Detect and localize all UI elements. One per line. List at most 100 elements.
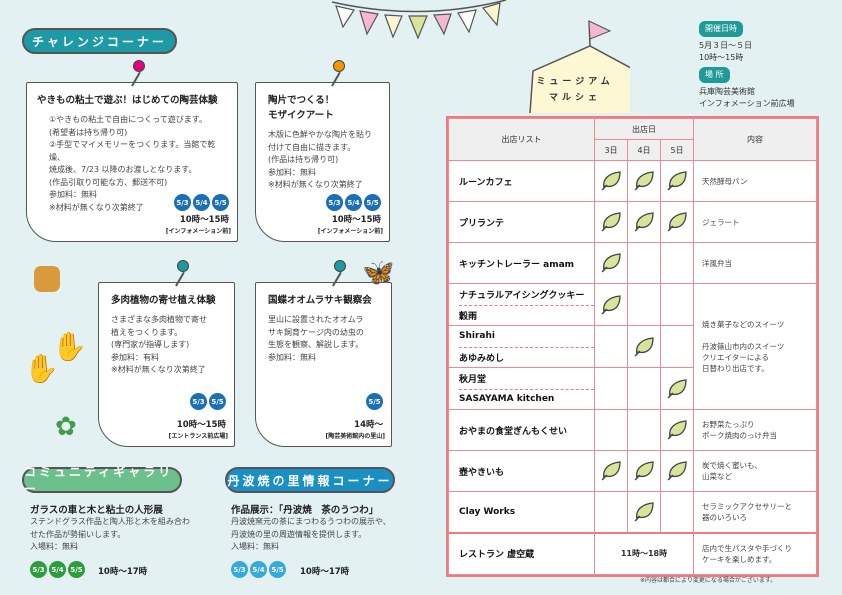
date-badge: 5/5 <box>269 561 286 578</box>
vendor-name: ナチュラルアイシングクッキー穀雨 <box>448 283 595 326</box>
leaf-icon <box>633 502 655 524</box>
date-badge: 5/5 <box>364 194 381 211</box>
date-badge: 5/5 <box>212 194 229 211</box>
pin-icon <box>332 60 345 72</box>
vendor-content: 炭で焼く蜜いも、山菜など <box>693 450 817 492</box>
date-badge: 5/5 <box>366 393 383 410</box>
vendor-content: 洋風弁当 <box>693 242 817 284</box>
col-day-4: 4日 <box>627 139 661 161</box>
day-cell <box>660 409 694 451</box>
day-cell <box>627 242 661 284</box>
leaf-icon <box>600 212 622 234</box>
marche-title-2: マルシェ <box>548 93 601 103</box>
date-badge: 5/3 <box>174 194 191 211</box>
vendor-name-line: あゆみめし <box>459 346 594 368</box>
date-badge: 5/4 <box>250 561 267 578</box>
succulent-icon: ✿ <box>55 412 77 442</box>
vendor-name-line: Clay Works <box>459 506 516 517</box>
leaf-icon <box>600 171 622 193</box>
vendor-name: 壺やきいも <box>448 450 595 492</box>
description-line: ※材料が無くなり次第終了 <box>49 202 144 212</box>
description-line: ※材料が無くなり次第終了 <box>268 180 363 189</box>
description-line: (作品は持ち帰り可) <box>268 155 339 164</box>
date-badge: 5/4 <box>345 194 362 211</box>
content-line: 洋風弁当 <box>702 258 732 268</box>
challenge-card: 多肉植物の寄せ植え体験さまざまな多肉植物で寄せ植えをつくります。 (専門家が指導し… <box>98 282 235 447</box>
day-cell <box>627 491 661 533</box>
description-line: 木版に色鮮やかな陶片を貼り <box>268 130 372 139</box>
pin-icon <box>133 60 145 72</box>
card-time: 14時～ <box>354 420 383 430</box>
date-badge: 5/5 <box>68 561 85 578</box>
pin-icon <box>176 260 189 272</box>
content-line: 焼き菓子などのスイーツ <box>702 320 785 329</box>
leaf-icon <box>666 420 688 442</box>
card-title: やきもの粘土で遊ぶ！はじめての陶芸体験 <box>37 95 218 106</box>
leaf-icon <box>633 336 655 359</box>
bunting-decoration <box>331 0 507 40</box>
day-cell <box>627 367 661 410</box>
day-cell <box>627 450 661 492</box>
challenge-card: やきもの粘土で遊ぶ！はじめての陶芸体験 ①やきもの粘土で自由につくって遊びます。 (… <box>26 82 238 242</box>
description-line: (希望者は持ち帰り可) <box>49 127 128 137</box>
content-line: ジェラート <box>702 217 740 227</box>
vendor-name: おやまの食堂ぎんもくせい <box>448 409 595 451</box>
challenge-card: 陶片でつくる！モザイクアート木版に色鮮やかな陶片を貼り付けて自由に描きます。(作… <box>255 82 390 242</box>
day-cell <box>627 409 661 451</box>
card-description: 木版に色鮮やかな陶片を貼り付けて自由に描きます。(作品は持ち帰り可)参加料：無料… <box>268 129 379 192</box>
vendor-name: ルーンカフェ <box>448 160 595 202</box>
vendor-content: 天然酵母パン <box>693 160 817 202</box>
date-badge: 5/3 <box>231 561 248 578</box>
content-line: ケーキを楽しめます。 <box>702 554 777 564</box>
vendor-name: プリランテ <box>448 201 595 243</box>
vendor-content: ジェラート <box>693 201 817 243</box>
table-row: プリランテ ジェラート <box>448 201 817 243</box>
card-title: 多肉植物の寄せ植え体験 <box>111 295 216 306</box>
description-line: ステンドグラス作品と陶人形と木を組み合わ <box>30 517 190 526</box>
tanba-time: 10時～17時 <box>300 567 350 577</box>
card-description: 里山に設置されたオオムラサキ飼育ケージ内の幼虫の生態を観察、解説します。参加料：… <box>268 314 381 364</box>
description-line: (作品引取り可能な方、郵送不可) <box>49 177 168 187</box>
day-cell <box>627 283 661 326</box>
vendor-name-line: SASAYAMA kitchen <box>459 388 594 410</box>
card-location: [陶芸美術館内の里山] <box>325 433 386 440</box>
vendor-name-line: プリランテ <box>459 218 505 229</box>
card-time: 10時～15時 <box>179 215 229 225</box>
event-date: 5月３日～５日 <box>699 41 753 50</box>
marche-title-1: ミュージアム <box>536 77 614 87</box>
description-line: 植えをつくります。 <box>111 327 183 337</box>
description-line: さまざまな多肉植物で寄せ <box>111 315 207 324</box>
description-line: 参加料：有料 <box>111 352 159 362</box>
leaf-icon <box>666 378 688 401</box>
card-description: ①やきもの粘土で自由につくって遊びます。(希望者は持ち帰り可)②手型でマイメモリ… <box>37 114 227 214</box>
content-line: 日替わり出店です。 <box>702 364 769 373</box>
vendor-name-line: ナチュラルアイシングクッキー <box>459 290 585 301</box>
day-cell <box>660 450 694 492</box>
vendor-name-line: 壺やきいも <box>459 467 505 478</box>
day-cell <box>627 201 661 243</box>
description-line: 入場料：無料 <box>231 542 279 551</box>
day-cell <box>627 160 661 202</box>
description-line: せた作品が勢揃いします。 <box>30 529 126 539</box>
table-row: キッチントレーラー amam 洋風弁当 <box>448 242 817 284</box>
content-line <box>702 330 816 341</box>
description-line: 付けて自由に描きます。 <box>268 142 356 152</box>
description-line: ①やきもの粘土で自由につくって遊びます。 <box>49 115 207 124</box>
day-cell <box>660 242 694 284</box>
description-line: 焼成後、7/23 以降のお渡しとなります。 <box>49 165 197 174</box>
card-title-2: モザイクアート <box>268 110 334 121</box>
leaf-icon <box>666 212 688 234</box>
content-line: クリエイターによる <box>702 353 769 362</box>
description-line: 丹波焼窯元の茶にまつわるうつわの展示や、 <box>231 517 391 526</box>
description-line: (専門家が指導します) <box>111 340 190 349</box>
vendor-name-line: キッチントレーラー amam <box>459 259 575 270</box>
day-cell <box>660 491 694 533</box>
